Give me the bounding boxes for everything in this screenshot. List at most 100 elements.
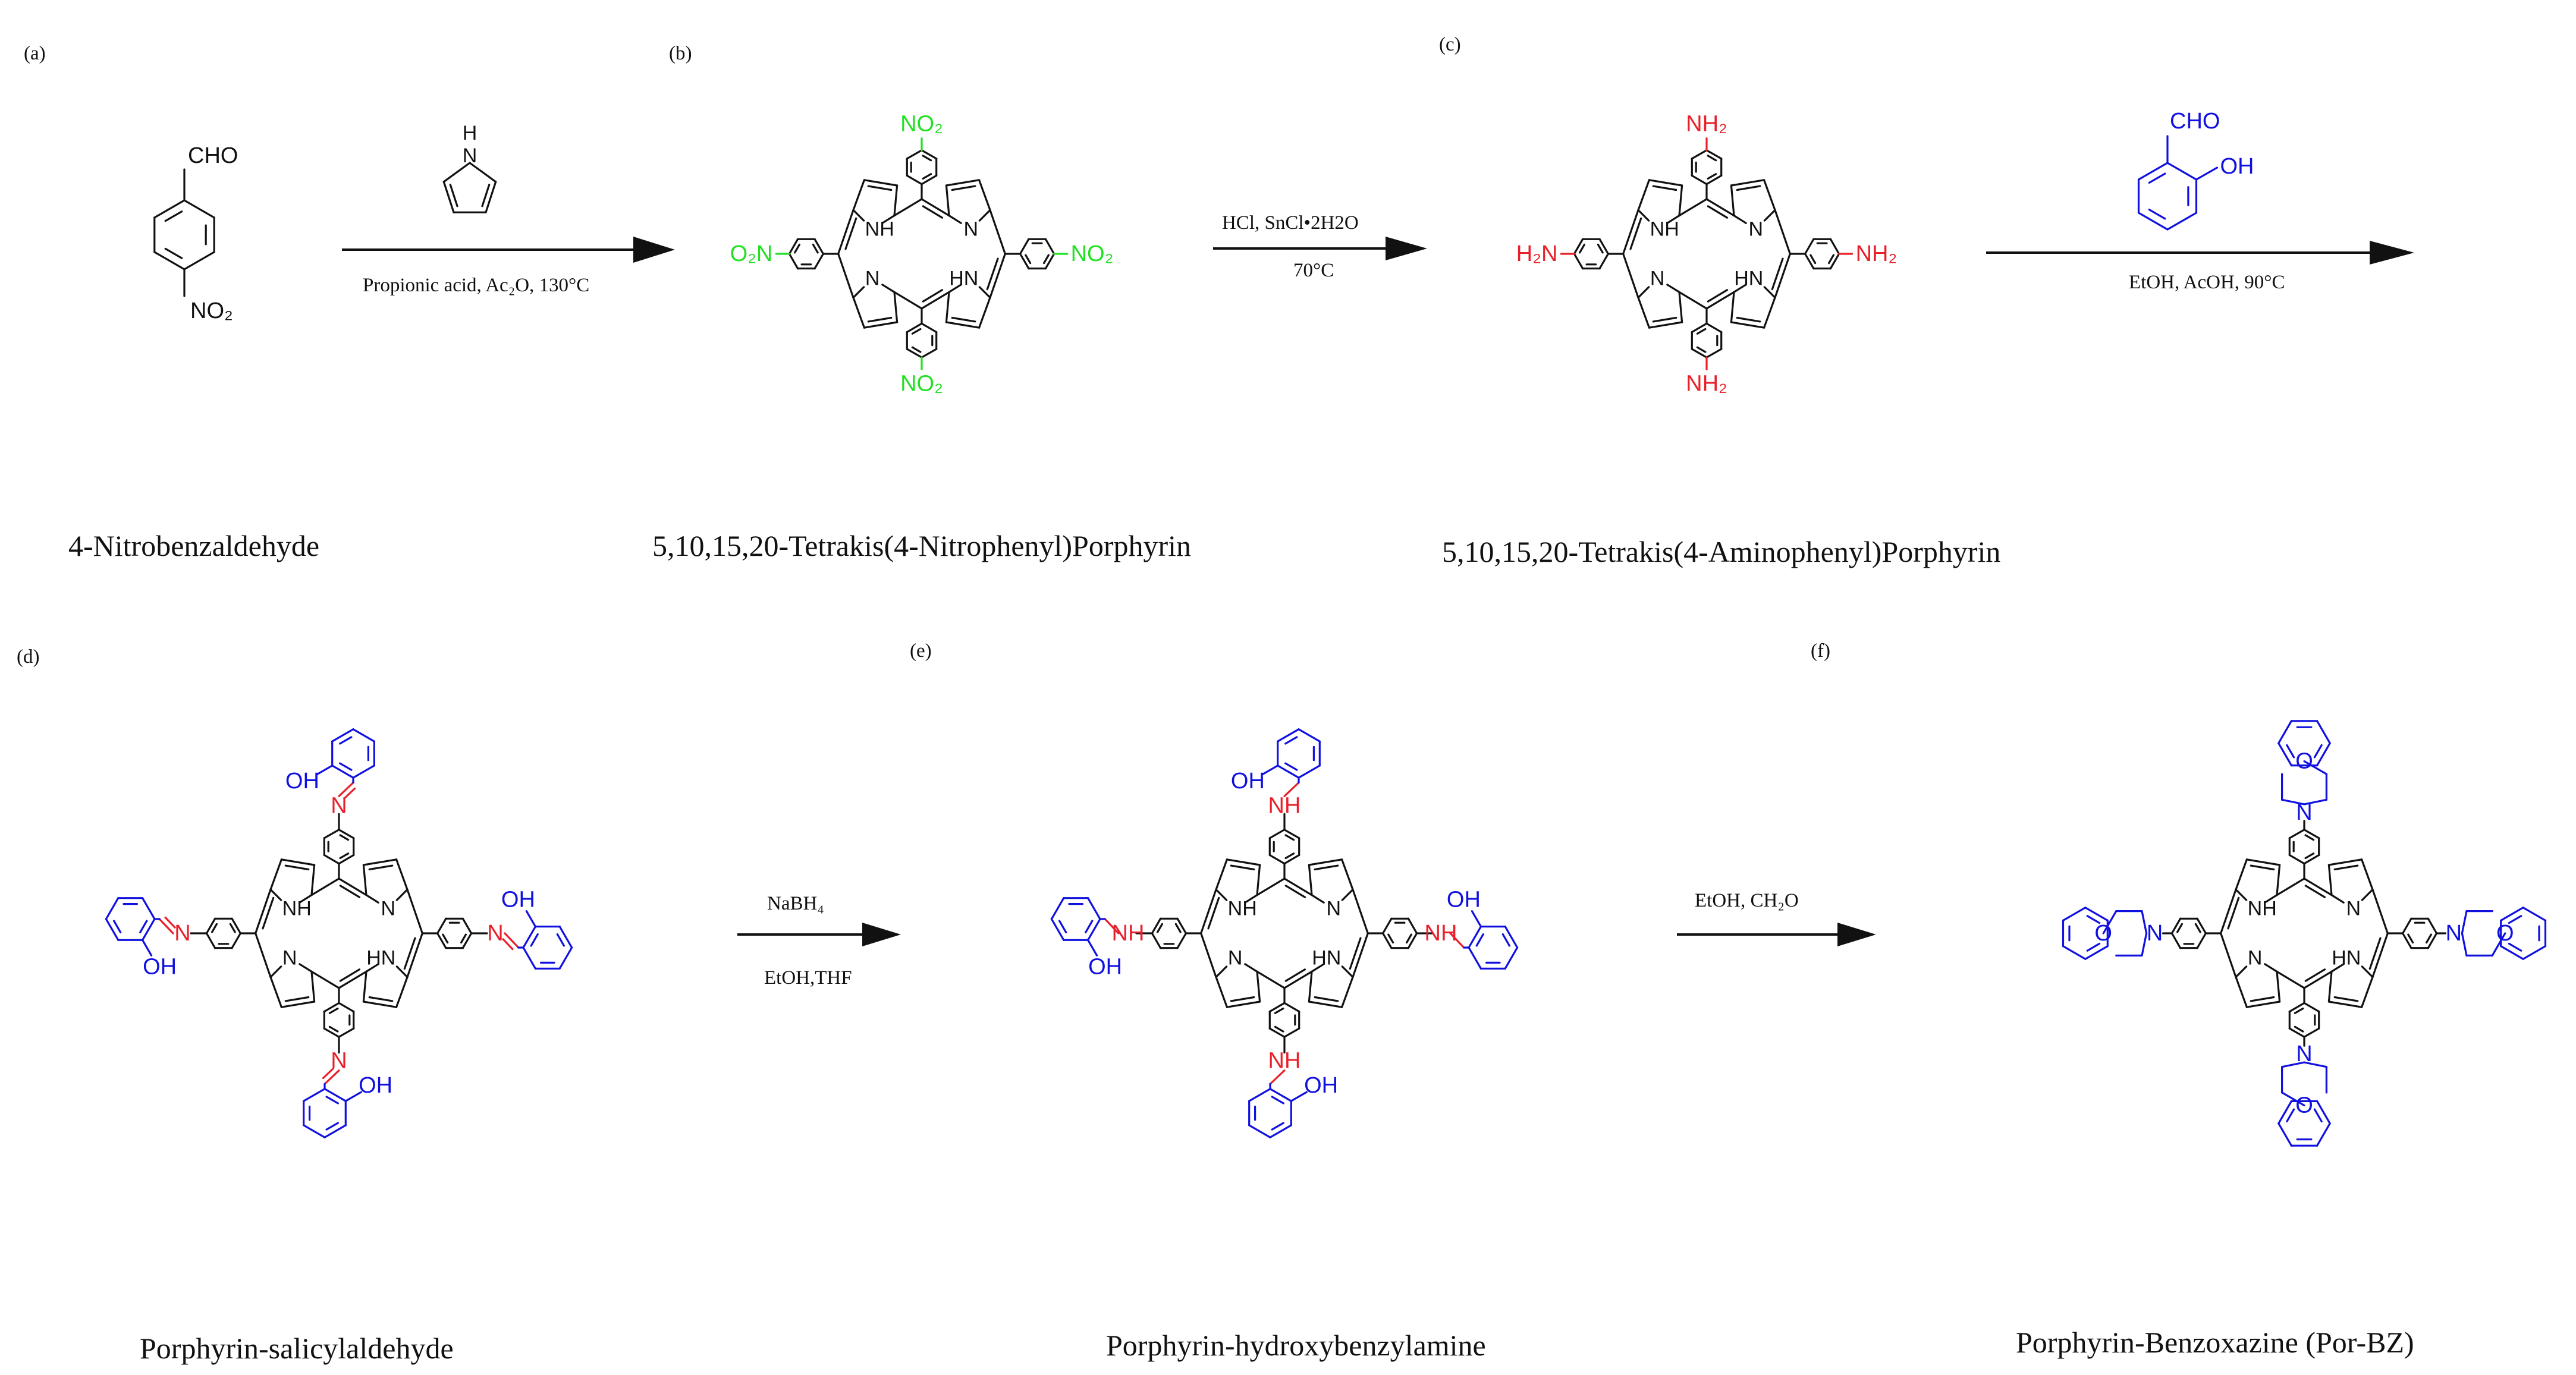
phba-meso-bond [1207,896,1220,930]
phba-left-phenyl-bond [1151,932,1162,949]
psal-bottom-group-phenol-ring-bond [323,1124,347,1138]
phba-right-group-phenol-ring-bond [1504,946,1519,970]
nitrobenzaldehyde-ring-bond [183,251,215,270]
porbz-pyrrole-bond [2361,976,2374,1008]
phba-pyrrole-bond [1314,996,1339,1002]
porbz-bottom-group-oxygen: O [2295,1093,2313,1118]
psal-left-group-phenol-ring-bond [142,897,156,920]
porbz-bottom-phenyl-bond [2303,1027,2320,1038]
tnpp-pyrrole-bond [852,297,866,329]
tnpp-top-phenyl-bond [921,149,938,160]
psal-pyrrole-bond [368,864,394,871]
porbz-left-group-benzo-bond [2084,907,2109,922]
phba-pyrrole-bond [1308,1000,1343,1008]
tapp-pyrrole-nitrogen: NH [1650,218,1679,241]
phba-right-phenyl-bond [1382,932,1393,949]
psal-pyrrole-bond [284,864,310,871]
psal-pyrrole-bond [310,864,316,896]
psal-top-group-phenol-ring-bond [338,736,353,745]
porbz-meso-bond [2368,937,2382,970]
psal-left-group-phenol-ring-bond [142,918,156,941]
tapp-right-phenyl-bond [1829,238,1840,255]
porbz-top-phenyl-bond [2304,852,2315,860]
tapp-right-phenyl-bond [1829,253,1840,270]
phba-left-phenyl-bond [1156,923,1164,933]
tnpp-meso-bond [837,253,855,299]
tapp-pyrrole-bond [1637,286,1650,299]
phba-pyrrole-bond [1311,893,1325,904]
porbz-right-group-benzo-bond [2508,915,2522,924]
psal-pyrrole-nitrogen: N [282,946,297,969]
tapp-top-phenyl-bond [1705,174,1723,185]
tnpp-pyrrole-bond [948,284,962,293]
nitrobenzaldehyde-ring-bond [153,251,186,270]
porbz-right-group-oxazine-bond [2461,932,2468,957]
pyrrole-reagent-bond [485,181,497,213]
tnpp-pyrrole-nitrogen: NH [865,218,894,241]
tapp-amine-top: NH₂ [1686,112,1727,137]
phba-pyrrole-bond [1308,970,1313,1003]
pyrrole-reagent-bond [442,181,455,213]
porbz-top-group-benzo-bond [2316,742,2331,767]
psal-meso-bond [403,937,416,970]
phba-right-group-amine-bond [1449,932,1465,949]
salicylaldehyde-bond [2195,166,2219,181]
tnpp-nitro-top: NO₂ [900,112,943,137]
tnpp-meso-bond [893,291,923,310]
psal-right-group-imine-bond [504,932,520,949]
tapp-right-phenyl-bond [1804,253,1815,270]
tnpp-left-phenyl-bond [793,243,801,254]
tnpp-pyrrole-bond [978,286,991,299]
psal-pyrrole-bond [269,976,282,1008]
porbz-pyrrole-bond [2330,963,2345,973]
tnpp-top-phenyl-bond [921,174,938,185]
phba-pyrrole-bond [1308,864,1313,896]
tapp-bottom-phenyl-bond [1696,346,1707,353]
porbz-right-phenyl-bond [2426,933,2432,944]
porbz-left-phenyl-bond [2170,917,2182,935]
tnpp-top-phenyl-bond [922,173,932,180]
psal-right-group-phenol-ring-bond [558,926,573,949]
tnpp-pyrrole-bond [945,291,950,323]
psal-left-group-nitrogen: N [174,921,190,946]
tnpp-pyrrole-bond [978,209,991,222]
condition-step1: Propionic acid, Ac₂O, 130°C [363,275,589,296]
psal-bottom-group-imine-bond [322,1067,334,1080]
porbz-pyrrole-nitrogen: HN [2332,946,2361,969]
porbz-pyrrole-bond [2330,893,2345,904]
nitro-group: NO₂ [190,298,233,323]
psal-bottom-group-hydroxyl-bond [344,1091,362,1102]
porbz-bottom-group-benzo-bond [2316,1100,2331,1125]
phba-bottom-phenyl-bond [1283,1027,1300,1038]
tnpp-pyrrole-bond [881,284,896,293]
porbz-right-group-oxygen: O [2496,921,2514,946]
tapp-top-phenyl-bond [1705,149,1723,160]
salicylaldehyde-hydroxyl: OH [2220,154,2254,179]
phba-top-group-phenol-ring-bond [1284,736,1298,745]
arrow-step2-head [1386,237,1427,260]
tnpp-pyrrole-bond [945,184,950,217]
tnpp-pyrrole-bond [852,286,865,299]
psal-left-phenyl-bond [205,917,216,935]
porbz-pyrrole-nitrogen: N [2346,898,2361,920]
porbz-pyrrole-bond [2276,970,2281,1003]
nitrobenzaldehyde-ring-bond [164,210,183,222]
psal-top-phenyl-bond [338,829,355,839]
porbz-right-group-benzo-bond [2522,945,2547,960]
psal-top-phenyl-bond [338,854,355,865]
psal-left-group-phenol-ring-bond [139,920,148,934]
psal-right-group-phenol-ring-bond [530,933,539,947]
porbz-top-phenyl-bond [2303,829,2320,839]
phba-top-group-phenol-ring-bond [1277,728,1300,742]
porbz-bottom-group-oxazine-bond [2303,1061,2327,1068]
psal-left-group-imine-bond [164,916,176,929]
tapp-pyrrole-bond [1637,179,1650,211]
psal-pyrrole-bond [310,970,316,1003]
tapp-meso-bond [1774,209,1791,255]
tapp-left-phenyl-bond [1579,243,1585,254]
porbz-top-group-benzo-bond [2286,744,2295,759]
phba-right-phenyl-bond [1382,917,1393,935]
phba-pyrrole-bond [1215,965,1228,978]
phba-left-group-phenol-ring-bond [1086,897,1101,920]
